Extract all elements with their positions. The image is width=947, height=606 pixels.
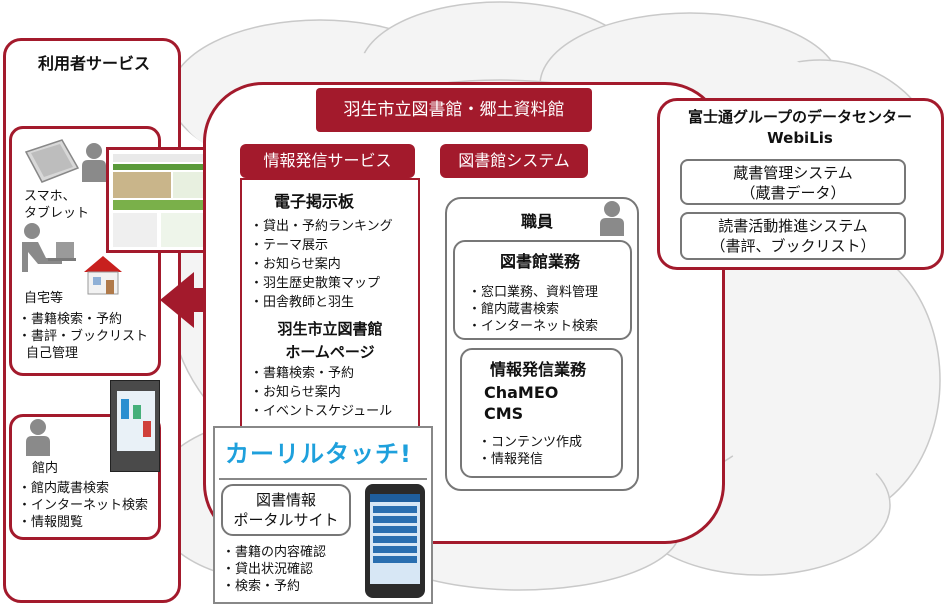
library-title: 羽生市立図書館・郷土資料館 — [316, 88, 592, 132]
library-work-list: ・窓口業務、資料管理 ・館内蔵書検索 ・インターネット検索 — [468, 284, 598, 335]
reading-system-line2: （書評、ブックリスト） — [710, 237, 876, 255]
portal-label: 図書情報 ポータルサイト — [221, 490, 351, 530]
list-item: ・貸出・予約ランキング — [250, 219, 393, 234]
list-item: ・館内蔵書検索 — [468, 302, 560, 317]
reading-system-line1: 読書活動推進システム — [718, 217, 868, 235]
portal-label-line1: 図書情報 — [255, 491, 316, 509]
calil-list: ・書籍の内容確認 ・貸出状況確認 ・検索・予約 — [222, 544, 326, 595]
list-item: 自己管理 — [26, 346, 79, 361]
kiosk-photo — [110, 380, 160, 472]
collection-system-box: 蔵書管理システム （蔵書データ） — [680, 159, 906, 205]
home-service-list: ・書籍検索・予約 ・書評・ブックリスト 自己管理 — [18, 311, 148, 362]
portal-box — [221, 484, 351, 536]
smartphone-image — [365, 484, 425, 598]
list-item: ・インターネット検索 — [468, 319, 599, 334]
list-item: ・検索・予約 — [222, 579, 301, 594]
library-work-title: 図書館業務 — [500, 252, 581, 271]
datacenter-title-line1: 富士通グループのデータセンター — [687, 108, 913, 126]
calil-logo-mark — [219, 430, 427, 474]
cms-label: CMS — [484, 404, 524, 423]
list-item: ・イベントスケジュール — [250, 404, 393, 419]
datacenter-title: 富士通グループのデータセンター WebiLis — [660, 106, 940, 147]
info-work-title: 情報発信業務 — [490, 360, 587, 379]
person-icon — [600, 201, 624, 236]
homepage-title-line2: ホームページ — [285, 343, 375, 361]
info-work-list: ・コンテンツ作成 ・情報発信 — [478, 434, 582, 468]
homepage-title: 羽生市立図書館 ホームページ — [250, 318, 410, 362]
calil-logo: カーリルタッチ! — [219, 430, 427, 474]
calil-logo-text: カーリルタッチ! — [225, 440, 412, 468]
library-system-tag: 図書館システム — [440, 144, 588, 178]
tablet-icon — [24, 139, 80, 183]
smartphone-screen — [370, 494, 420, 584]
homepage-screenshot — [106, 147, 212, 253]
info-service-box — [240, 178, 420, 433]
list-item: ・羽生歴史散策マップ — [250, 276, 381, 291]
person-icon — [82, 143, 106, 182]
list-item: ・情報閲覧 — [18, 515, 84, 530]
bulletin-list: ・貸出・予約ランキング ・テーマ展示 ・お知らせ案内 ・羽生歴史散策マップ ・田… — [250, 217, 393, 312]
portal-label-line2: ポータルサイト — [233, 511, 339, 529]
datacenter-title-line2: WebiLis — [767, 129, 833, 147]
collection-system-line1: 蔵書管理システム — [733, 164, 853, 182]
chameo-label: ChaMEO — [484, 383, 559, 402]
home-label: 自宅等 — [24, 291, 64, 306]
info-work-box — [460, 348, 623, 478]
library-work-box — [453, 240, 632, 340]
list-item: ・書籍検索・予約 — [18, 312, 123, 327]
in-library-service-list: ・館内蔵書検索 ・インターネット検索 ・情報閲覧 — [18, 480, 148, 531]
device-label-1: スマホ、 — [24, 189, 76, 204]
list-item: ・テーマ展示 — [250, 238, 329, 253]
list-item: ・コンテンツ作成 — [478, 435, 583, 450]
bulletin-title: 電子掲示板 — [274, 192, 355, 211]
divider — [219, 478, 427, 480]
list-item: ・窓口業務、資料管理 — [468, 285, 599, 300]
info-service-tag: 情報発信サービス — [240, 144, 415, 178]
homepage-title-line1: 羽生市立図書館 — [277, 320, 383, 338]
list-item: ・書評・ブックリスト — [18, 329, 149, 344]
reading-system-box: 読書活動推進システム （書評、ブックリスト） — [680, 212, 906, 260]
person-icon — [26, 419, 50, 456]
list-item: ・書籍検索・予約 — [250, 366, 355, 381]
collection-system-line2: （蔵書データ） — [740, 184, 846, 202]
list-item: ・貸出状況確認 — [222, 562, 314, 577]
device-label-2: タブレット — [24, 206, 90, 221]
list-item: ・情報発信 — [478, 452, 544, 467]
list-item: ・インターネット検索 — [18, 498, 149, 513]
list-item: ・お知らせ案内 — [250, 257, 341, 272]
arrow-left-icon — [160, 272, 242, 328]
list-item: ・田舎教師と羽生 — [250, 295, 355, 310]
list-item: ・書籍の内容確認 — [222, 545, 327, 560]
house-icon — [84, 256, 122, 295]
user-services-title: 利用者サービス — [38, 54, 151, 73]
in-library-label: 館内 — [32, 461, 59, 476]
homepage-list: ・書籍検索・予約 ・お知らせ案内 ・イベントスケジュール — [250, 364, 392, 421]
staff-label: 職員 — [521, 212, 554, 231]
list-item: ・お知らせ案内 — [250, 385, 341, 400]
list-item: ・館内蔵書検索 — [18, 481, 110, 496]
person-laptop-icon — [22, 223, 76, 272]
